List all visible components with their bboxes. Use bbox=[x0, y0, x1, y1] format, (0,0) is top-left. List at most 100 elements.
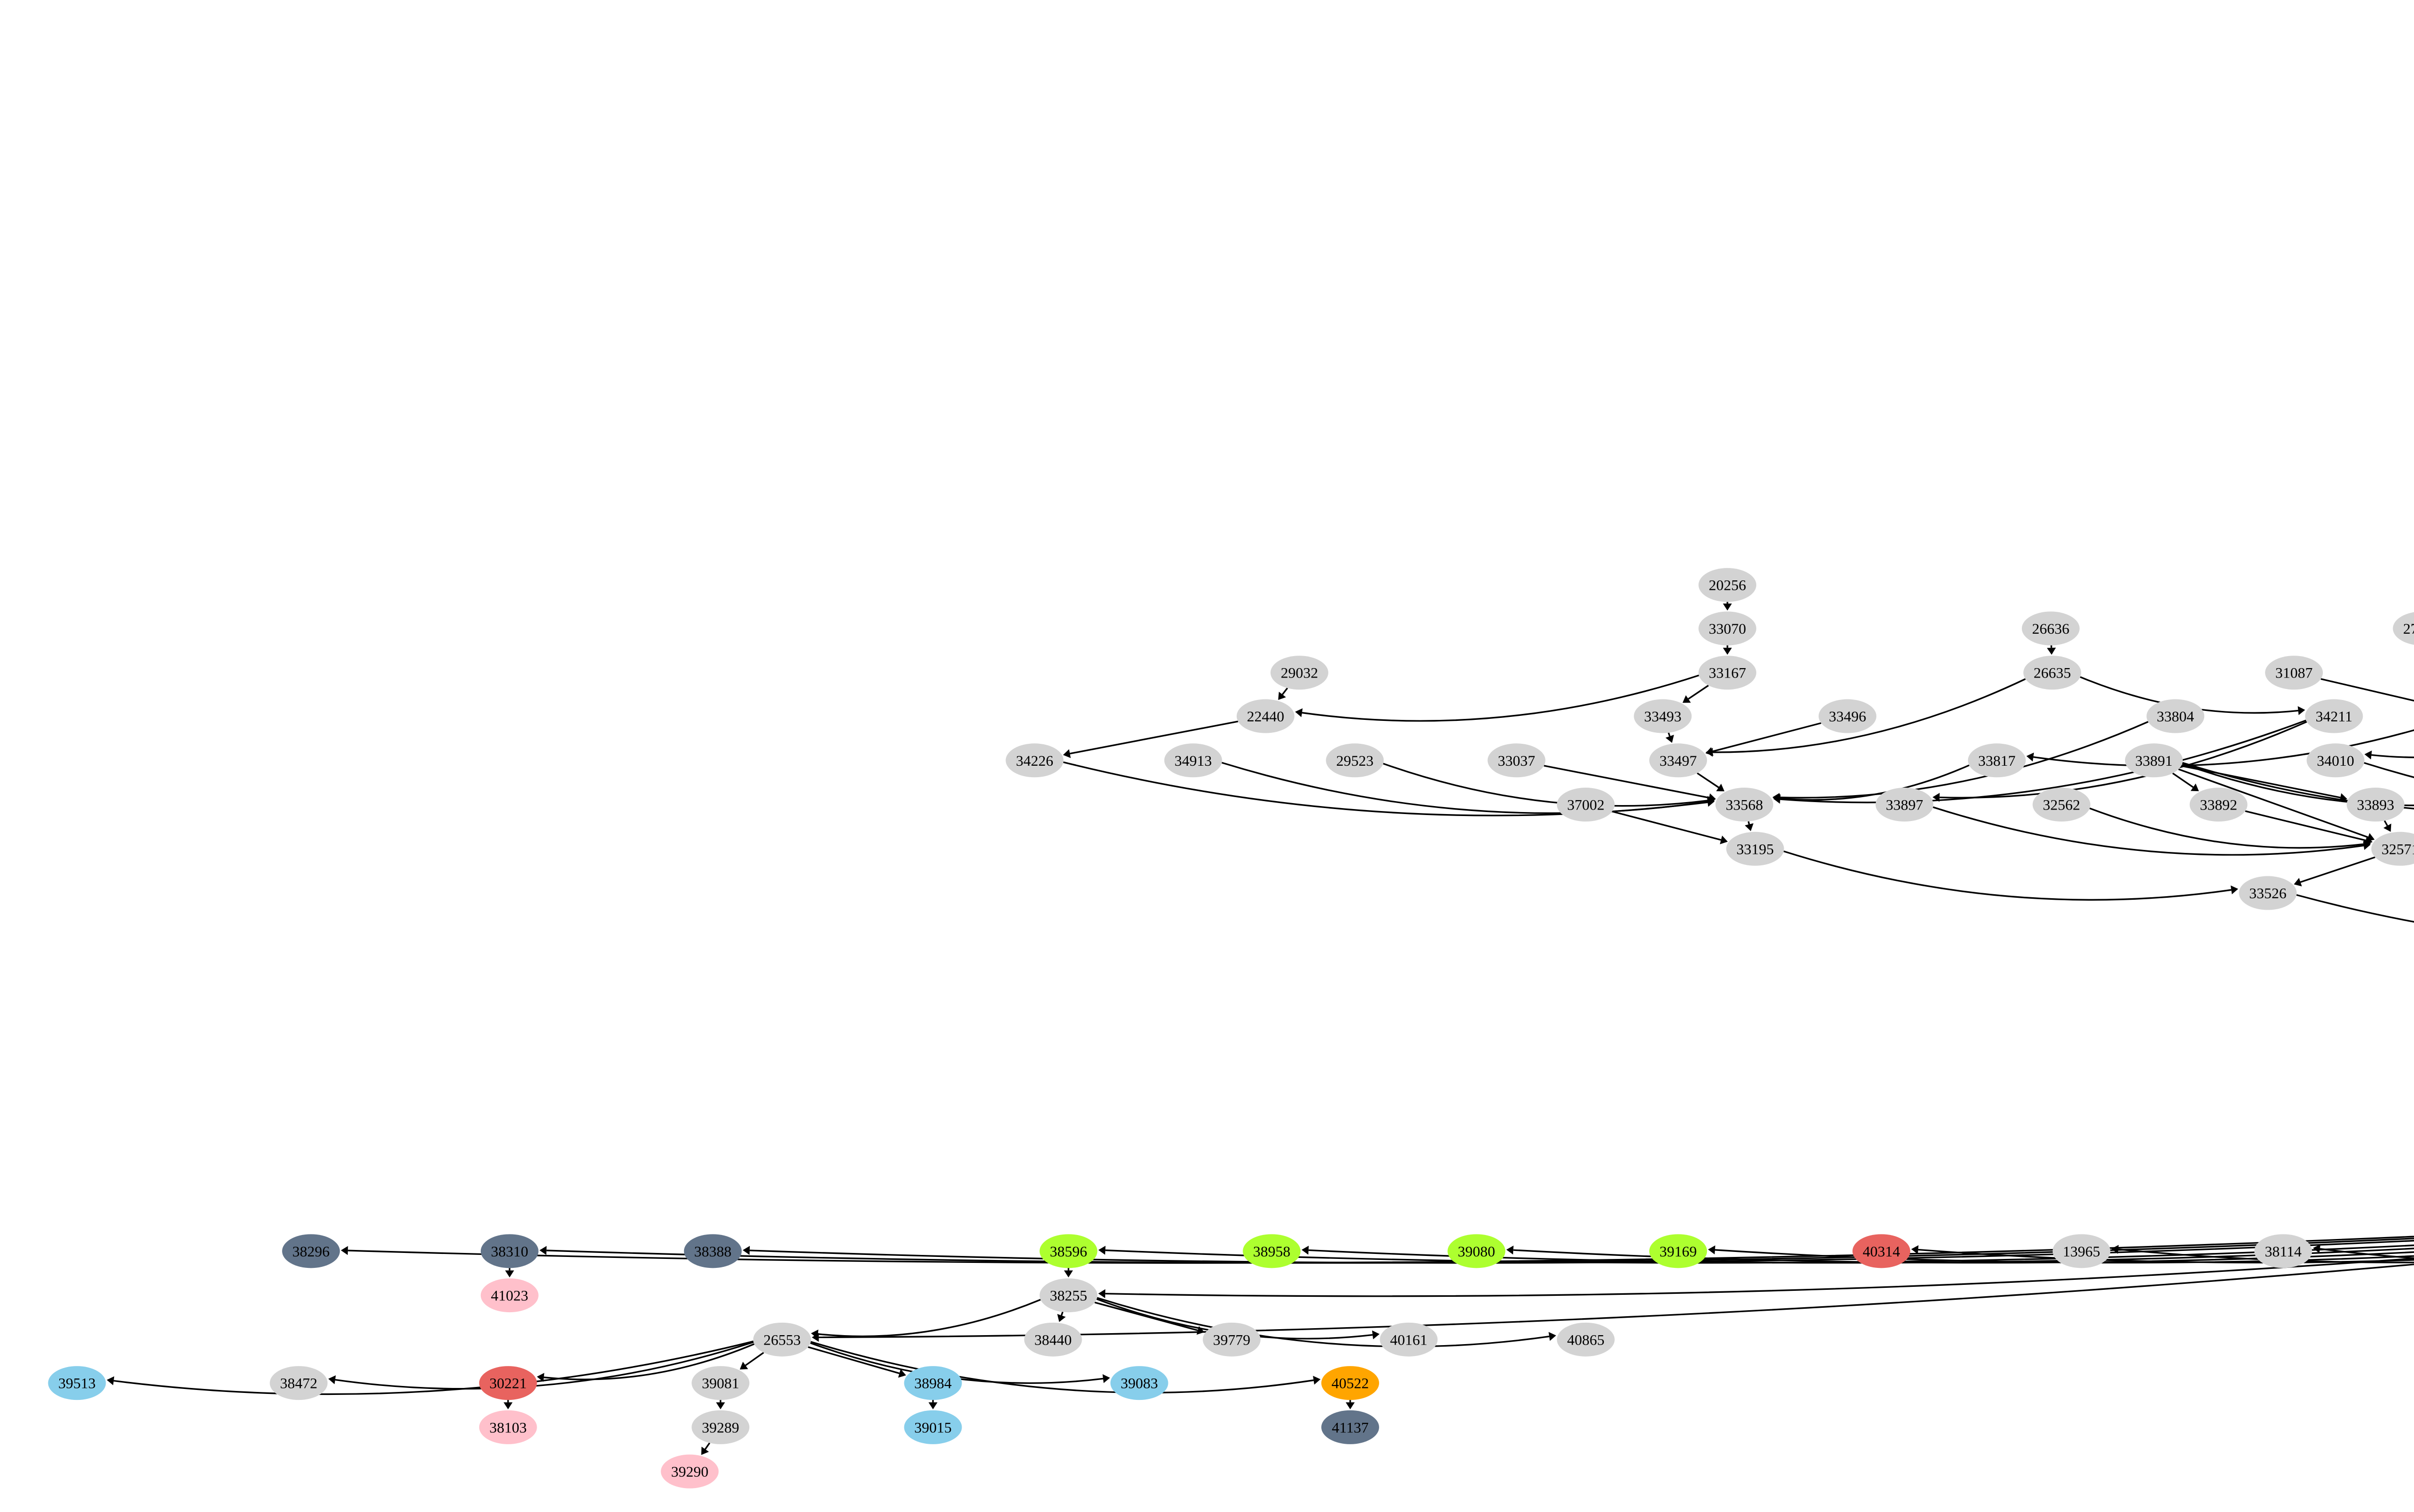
graph-node[interactable]: 38984 bbox=[904, 1366, 962, 1400]
graph-node[interactable]: 33817 bbox=[1968, 743, 2026, 778]
graph-node[interactable]: 34010 bbox=[2306, 743, 2365, 778]
node-shape-ellipse bbox=[1852, 1234, 1910, 1268]
graph-node[interactable]: 34913 bbox=[1164, 743, 1222, 778]
graph-node[interactable]: 40161 bbox=[1380, 1322, 1438, 1357]
graph-node[interactable]: 38596 bbox=[1039, 1234, 1098, 1268]
graph-node[interactable]: 27352 bbox=[2393, 611, 2414, 645]
node-shape-ellipse bbox=[1236, 699, 1294, 733]
graph-node[interactable]: 39080 bbox=[1447, 1234, 1506, 1268]
graph-node[interactable]: 33497 bbox=[1649, 743, 1707, 778]
node-shape-ellipse bbox=[479, 1410, 537, 1444]
node-shape-ellipse bbox=[479, 1366, 537, 1400]
graph-node[interactable]: 41137 bbox=[1321, 1410, 1379, 1444]
node-shape-ellipse bbox=[1649, 743, 1707, 778]
graph-node[interactable]: 33892 bbox=[2189, 788, 2248, 822]
node-shape-ellipse bbox=[480, 1234, 539, 1268]
node-shape-ellipse bbox=[1649, 1234, 1707, 1268]
graph-node[interactable]: 33568 bbox=[1715, 788, 1773, 822]
graph-node[interactable]: 39083 bbox=[1110, 1366, 1168, 1400]
node-shape-ellipse bbox=[2146, 699, 2205, 733]
graph-node[interactable]: 40865 bbox=[1557, 1322, 1615, 1357]
graph-node[interactable]: 33037 bbox=[1487, 743, 1546, 778]
graph-edge bbox=[818, 1299, 1041, 1337]
graph-node[interactable]: 33526 bbox=[2239, 876, 2297, 910]
node-shape-ellipse bbox=[1243, 1234, 1301, 1268]
node-shape-ellipse bbox=[1164, 743, 1222, 778]
graph-node[interactable]: 32571 bbox=[2371, 831, 2414, 866]
graph-node[interactable]: 39015 bbox=[904, 1410, 962, 1444]
graph-node[interactable]: 33167 bbox=[1698, 656, 1756, 690]
graph-node[interactable]: 31087 bbox=[2265, 656, 2323, 690]
node-shape-ellipse bbox=[1326, 743, 1384, 778]
edge-arrowhead bbox=[1057, 1314, 1066, 1322]
node-shape-ellipse bbox=[1024, 1322, 1082, 1357]
graph-node[interactable]: 38440 bbox=[1024, 1322, 1082, 1357]
graph-node[interactable]: 37002 bbox=[1557, 788, 1615, 822]
graph-node[interactable]: 32562 bbox=[2032, 788, 2091, 822]
node-shape-ellipse bbox=[48, 1366, 106, 1400]
graph-edge bbox=[1779, 721, 2149, 799]
graph-node[interactable]: 38255 bbox=[1039, 1278, 1098, 1313]
graph-node[interactable]: 38114 bbox=[2254, 1234, 2312, 1268]
graph-node[interactable]: 38958 bbox=[1243, 1234, 1301, 1268]
graph-node[interactable]: 33195 bbox=[1726, 831, 1784, 866]
edge-arrowhead bbox=[2111, 1244, 2119, 1254]
graph-node[interactable]: 26635 bbox=[2023, 656, 2081, 690]
graph-edge bbox=[1105, 1244, 2414, 1264]
graph-node[interactable]: 30221 bbox=[479, 1366, 537, 1400]
graph-node[interactable]: 29523 bbox=[1326, 743, 1384, 778]
graph-node[interactable]: 13965 bbox=[2052, 1234, 2111, 1268]
graph-node[interactable]: 33891 bbox=[2125, 743, 2183, 778]
edge-arrowhead bbox=[1549, 1332, 1557, 1341]
graph-node[interactable]: 38103 bbox=[479, 1410, 537, 1444]
graph-node[interactable]: 33496 bbox=[1819, 699, 1876, 733]
graph-node[interactable]: 39289 bbox=[692, 1410, 750, 1444]
graph-node[interactable]: 40314 bbox=[1852, 1234, 1910, 1268]
node-shape-ellipse bbox=[1203, 1322, 1261, 1357]
edge-arrowhead bbox=[1705, 747, 1713, 756]
graph-node[interactable]: 38310 bbox=[480, 1234, 539, 1268]
edge-arrowhead bbox=[2313, 1244, 2321, 1253]
graph-node[interactable]: 38388 bbox=[684, 1234, 742, 1268]
graph-node[interactable]: 22440 bbox=[1236, 699, 1294, 733]
node-shape-ellipse bbox=[1968, 743, 2026, 778]
edge-arrowhead bbox=[716, 1402, 725, 1409]
edge-arrowhead bbox=[1722, 648, 1732, 655]
graph-node[interactable]: 40522 bbox=[1321, 1366, 1379, 1400]
graph-node[interactable]: 41023 bbox=[480, 1278, 539, 1313]
graph-node[interactable]: 20256 bbox=[1698, 568, 1756, 602]
node-shape-ellipse bbox=[1005, 743, 1064, 778]
node-shape-ellipse bbox=[480, 1278, 539, 1313]
graph-node[interactable]: 39779 bbox=[1203, 1322, 1261, 1357]
graph-node[interactable]: 34226 bbox=[1005, 743, 1064, 778]
graph-edge bbox=[1780, 719, 2306, 804]
node-shape-ellipse bbox=[2306, 743, 2365, 778]
graph-node[interactable]: 34211 bbox=[2305, 699, 2363, 733]
graph-node[interactable]: 26636 bbox=[2021, 611, 2080, 646]
graph-edge bbox=[1060, 1311, 1064, 1316]
node-shape-ellipse bbox=[2021, 611, 2080, 646]
graph-edge bbox=[1308, 1247, 2414, 1264]
graph-node[interactable]: 26553 bbox=[753, 1322, 811, 1357]
graph-node[interactable]: 39169 bbox=[1649, 1234, 1707, 1268]
graph-node[interactable]: 39513 bbox=[48, 1366, 106, 1400]
graph-node[interactable]: 33893 bbox=[2346, 788, 2405, 822]
edge-arrowhead bbox=[107, 1376, 115, 1385]
graph-node[interactable]: 38296 bbox=[282, 1234, 340, 1268]
edge-arrowhead bbox=[1716, 784, 1725, 792]
graph-node[interactable]: 33070 bbox=[1698, 611, 1756, 646]
edge-arrowhead bbox=[1102, 1374, 1110, 1383]
node-shape-ellipse bbox=[753, 1322, 811, 1357]
graph-node[interactable]: 39081 bbox=[692, 1366, 750, 1400]
graph-node[interactable]: 39290 bbox=[661, 1454, 719, 1489]
edge-arrowhead bbox=[2047, 647, 2056, 655]
edge-arrowhead bbox=[1372, 1330, 1380, 1340]
graph-node[interactable]: 33804 bbox=[2146, 699, 2205, 733]
graph-node[interactable]: 29032 bbox=[1270, 656, 1328, 690]
graph-node[interactable]: 38472 bbox=[270, 1366, 328, 1400]
graph-node[interactable]: 33493 bbox=[1634, 699, 1692, 733]
graph-edge bbox=[113, 1340, 754, 1395]
graph-node[interactable]: 33897 bbox=[1875, 788, 1934, 822]
